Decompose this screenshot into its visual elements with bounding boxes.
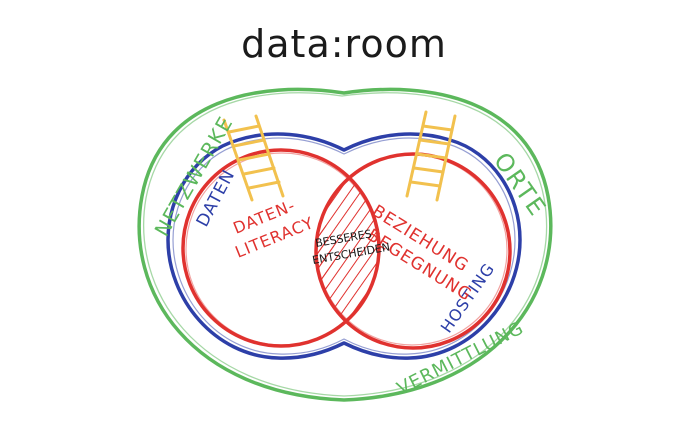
outer-green-ring: [137, 87, 553, 402]
blue-ring: [166, 132, 522, 360]
ladder-right-icon: [405, 110, 457, 202]
red-circle-right: [314, 152, 512, 350]
ladder-left-icon: [222, 114, 285, 202]
label-orte: ORTE: [488, 147, 552, 222]
diagram-title: data:room: [241, 22, 447, 66]
red-circle-left: [181, 148, 381, 348]
